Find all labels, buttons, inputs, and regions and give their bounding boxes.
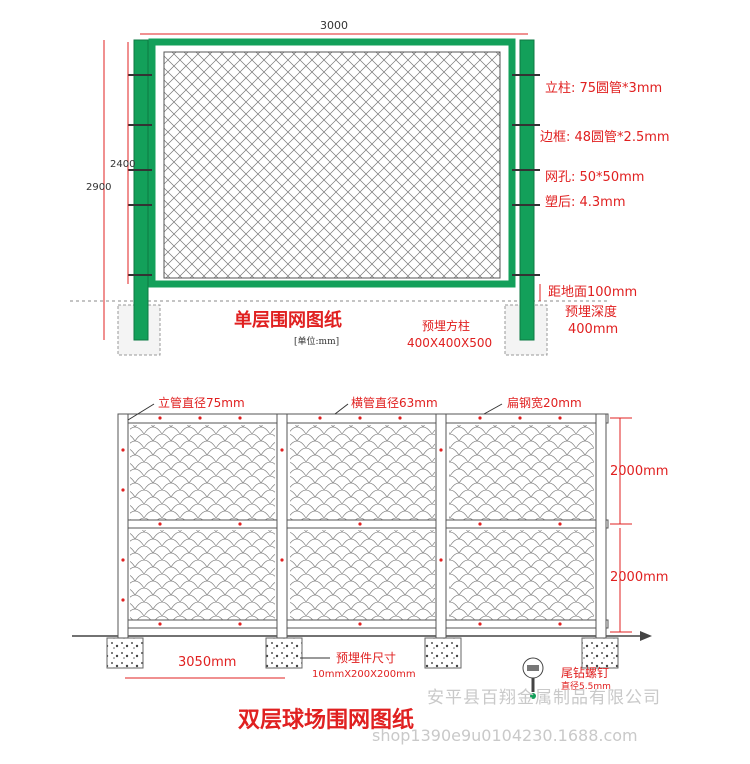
dim-height-2900: 2900: [86, 182, 112, 193]
dimension-lines-bottom: [125, 417, 632, 679]
leader-lines: [127, 403, 503, 659]
screw-diameter: 直径5.5mm: [561, 682, 611, 692]
double-fence: [72, 403, 652, 699]
single-fence-title: 单层围网图纸: [234, 310, 342, 331]
dim-width-3000: 3000: [320, 19, 348, 32]
mesh-upper-2: [290, 425, 435, 520]
flat-steel-label: 扁钢宽20mm: [507, 396, 582, 410]
tier-upper-height: 2000mm: [610, 464, 669, 479]
fence-frame: [148, 38, 516, 288]
post-left: [133, 39, 149, 341]
tier-lower-height: 2000mm: [610, 570, 669, 585]
posts-bottom: [117, 413, 607, 639]
unit-label: [单位:mm]: [294, 337, 340, 347]
embed-depth-label: 预埋深度: [565, 305, 618, 320]
watermark-shop: shop1390e9u0104230.1688.com: [372, 726, 638, 745]
embed-post-size: 400X400X500: [407, 336, 493, 350]
screw-icon: [522, 657, 544, 699]
embed-size-value: 10mmX200X200mm: [312, 669, 416, 680]
rail-diameter-label: 横管直径63mm: [351, 396, 438, 410]
mesh-upper-1: [130, 425, 275, 520]
foundation-2: [265, 637, 303, 669]
spec-coating: 塑后: 4.3mm: [545, 195, 626, 210]
single-fence: [70, 33, 610, 356]
foundation-3: [424, 637, 462, 669]
spec-mesh: 网孔: 50*50mm: [545, 170, 645, 185]
dim-height-2400: 2400: [110, 159, 136, 170]
foundation-4: [581, 637, 619, 669]
mesh-lower-3: [449, 530, 594, 625]
embed-size-label: 预埋件尺寸: [336, 651, 397, 665]
dimension-lines-top: [103, 33, 541, 340]
spec-ground-clearance: 距地面100mm: [548, 285, 638, 300]
spec-frame: 边框: 48圆管*2.5mm: [540, 130, 670, 145]
mesh-upper-3: [449, 425, 594, 520]
mesh-lower-1: [130, 530, 275, 625]
mesh-lower-2: [290, 530, 435, 625]
spec-post: 立柱: 75圆管*3mm: [545, 81, 663, 96]
post-diameter-label: 立管直径75mm: [158, 396, 245, 410]
ground-arrow: [640, 631, 652, 641]
span-length: 3050mm: [178, 655, 237, 670]
double-fence-title: 双层球场围网图纸: [238, 708, 415, 733]
screw-dots: [121, 416, 562, 626]
foundation-1: [106, 637, 144, 669]
embed-post-label: 预埋方柱: [422, 319, 471, 333]
post-right: [519, 39, 535, 341]
mesh-panel: [163, 51, 501, 279]
frame-brackets: [128, 74, 540, 276]
embed-depth-value: 400mm: [568, 322, 619, 337]
watermark-company: 安平县百翔金属制品有限公司: [427, 688, 661, 708]
screw-label: 尾钻螺钉: [561, 666, 610, 680]
